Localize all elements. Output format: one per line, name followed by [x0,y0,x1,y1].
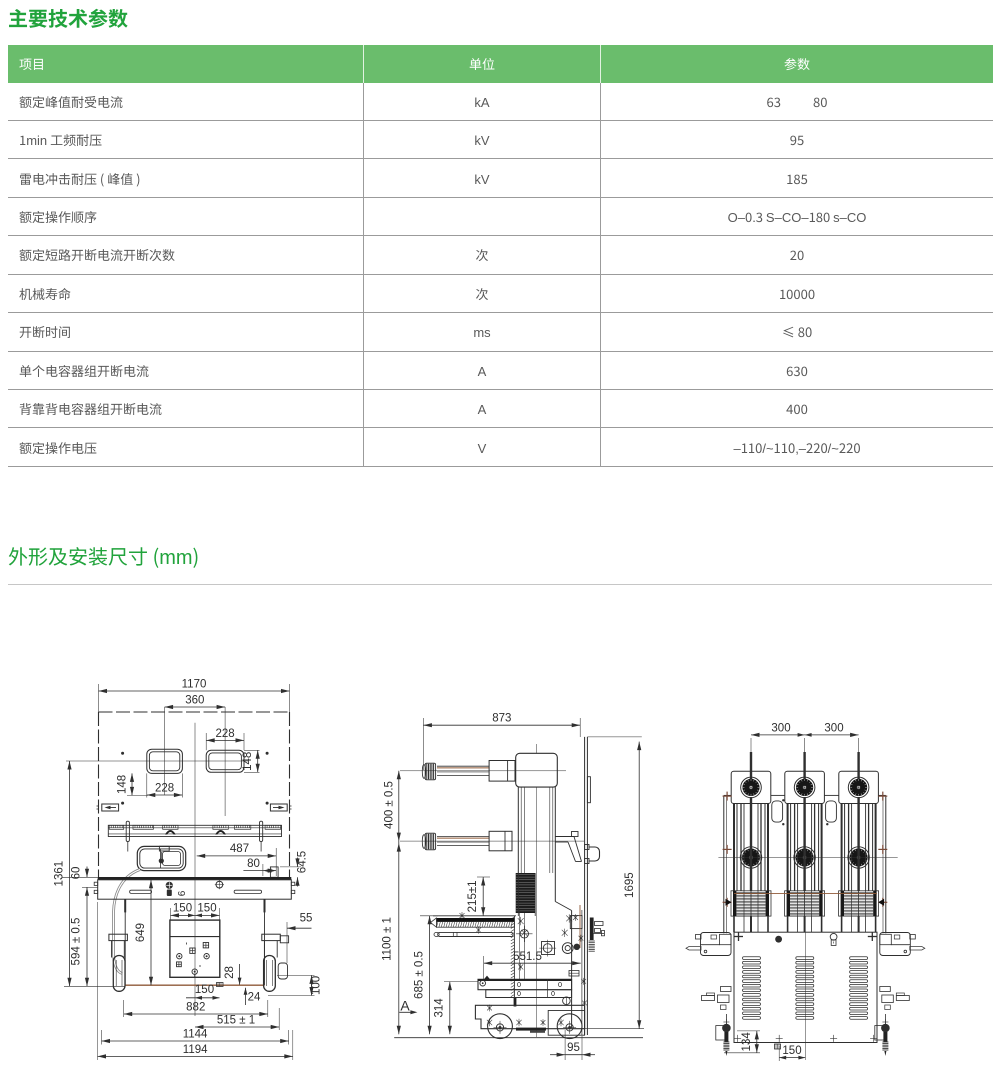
svg-text:148: 148 [242,752,254,771]
svg-text:28: 28 [224,966,236,979]
svg-text:1170: 1170 [182,679,207,691]
svg-text:228: 228 [216,728,235,740]
svg-text:150: 150 [782,1045,801,1057]
svg-text:80: 80 [247,858,260,870]
svg-text:1144: 1144 [183,1029,208,1041]
svg-text:24: 24 [248,992,261,1004]
svg-text:150: 150 [197,903,216,915]
svg-text:300: 300 [824,722,843,734]
svg-text:150: 150 [195,984,214,996]
svg-text:55: 55 [300,913,313,925]
svg-text:6: 6 [177,890,188,896]
svg-text:594 ± 0.5: 594 ± 0.5 [71,918,83,966]
svg-text:100: 100 [311,976,323,995]
svg-text:873: 873 [492,713,511,725]
svg-text:515 ± 1: 515 ± 1 [217,1015,255,1027]
svg-text:551.5: 551.5 [513,951,542,963]
svg-text:134: 134 [741,1032,753,1052]
svg-text:95: 95 [567,1042,580,1054]
svg-text:487: 487 [230,843,249,855]
svg-text:150: 150 [173,903,192,915]
svg-text:300: 300 [771,722,790,734]
svg-text:882: 882 [186,1002,205,1014]
svg-text:360: 360 [185,695,204,707]
svg-text:1100 ± 1: 1100 ± 1 [382,917,394,961]
svg-text:1194: 1194 [183,1044,208,1056]
svg-text:148: 148 [116,775,128,794]
svg-text:400 ± 0.5: 400 ± 0.5 [383,781,395,829]
svg-text:64.5: 64.5 [297,851,309,873]
svg-text:1361: 1361 [54,861,66,887]
svg-text:649: 649 [135,923,147,942]
svg-text:A: A [400,998,410,1014]
svg-text:60: 60 [71,867,83,880]
svg-text:215±1: 215±1 [467,880,479,912]
svg-text:228: 228 [155,783,174,795]
svg-text:314: 314 [434,998,446,1018]
svg-text:1695: 1695 [624,872,636,898]
svg-text:685 ± 0.5: 685 ± 0.5 [413,951,425,999]
